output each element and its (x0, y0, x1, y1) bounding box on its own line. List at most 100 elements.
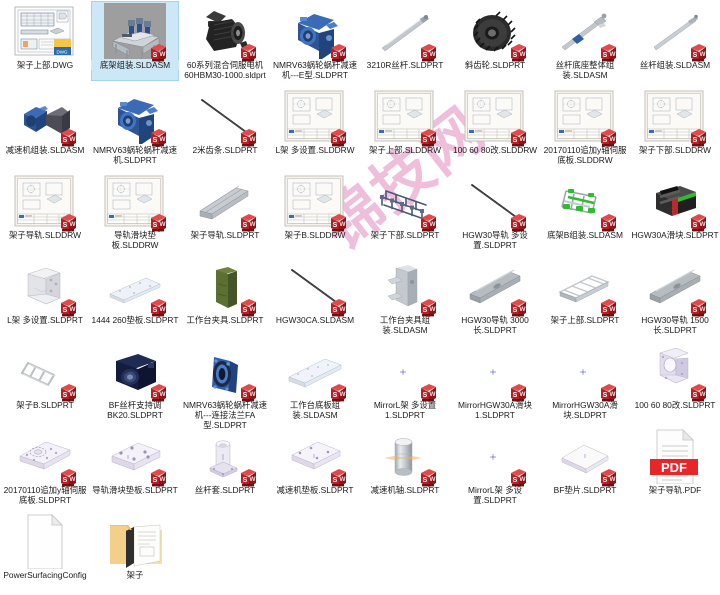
tiny-sketch-thumbnail[interactable] (554, 343, 617, 402)
servo-baseplate-thumbnail[interactable] (14, 428, 77, 487)
file-item[interactable]: NMRV63蜗轮蜗杆减速机---连接法兰FA型.SLDPRT (180, 340, 270, 430)
file-item[interactable]: MirrorL架 多设置.SLDPRT (450, 425, 540, 510)
reducer-pad-thumbnail[interactable] (284, 428, 347, 487)
file-item[interactable]: HGW30导轨 1500长.SLDPRT (630, 255, 720, 340)
tiny-sketch-thumbnail[interactable] (374, 343, 437, 402)
drawing-sheet-thumbnail[interactable] (14, 173, 77, 232)
file-item[interactable]: NMRV63蜗轮蜗杆减速机---E型.SLDPRT (270, 0, 360, 85)
file-item[interactable]: L架 多设置.SLDDRW (270, 85, 360, 170)
file-item[interactable]: 20170110追加y轴伺服底板.SLDDRW (540, 85, 630, 170)
fixture-assembly-thumbnail[interactable] (374, 258, 437, 317)
file-item[interactable]: 3210R丝杆.SLDPRT (360, 0, 450, 85)
helical-gear-thumbnail[interactable] (464, 3, 527, 62)
linear-block-thumbnail[interactable] (644, 173, 707, 232)
file-item[interactable]: MirrorHGW30A滑块1.SLDPRT (450, 340, 540, 425)
file-item[interactable]: 架子导轨.SLDPRT (180, 170, 270, 255)
shim-plate-thumbnail[interactable] (554, 428, 617, 487)
tiny-sketch-thumbnail[interactable] (464, 428, 527, 487)
servo-motor-thumbnail[interactable] (194, 3, 257, 62)
file-item[interactable]: 导轨滑块垫板.SLDDRW (90, 170, 180, 255)
ladder-frame-thumbnail[interactable] (14, 343, 77, 402)
file-item[interactable]: 架子上部.SLDDRW (360, 85, 450, 170)
long-rail-thumbnail[interactable] (644, 258, 707, 317)
reducer-shaft-thumbnail[interactable] (374, 428, 437, 487)
file-item[interactable]: 100 60 80改.SLDDRW (450, 85, 540, 170)
bearing-block-thumbnail[interactable] (104, 343, 167, 402)
file-item[interactable]: BF垫片.SLDPRT (540, 425, 630, 510)
file-item[interactable]: 丝杆底座整体组装.SLDASM (540, 0, 630, 85)
drawing-sheet-thumbnail[interactable] (104, 173, 167, 232)
file-item[interactable]: 2米齿条.SLDPRT (180, 85, 270, 170)
frame-upper-thumbnail[interactable] (554, 258, 617, 317)
rack-bar-thumbnail[interactable] (464, 173, 527, 232)
file-item[interactable]: HGW30A滑块.SLDPRT (630, 170, 720, 255)
file-item[interactable]: 斜齿轮.SLDPRT (450, 0, 540, 85)
dwg-drawing-thumbnail[interactable] (14, 3, 76, 59)
file-item[interactable]: NMRV63蜗轮蜗杆减速机.SLDPRT (90, 85, 180, 170)
file-item[interactable]: HGW30导轨 3000长.SLDPRT (450, 255, 540, 340)
file-item[interactable]: MirrorHGW30A滑块.SLDPRT (540, 340, 630, 425)
file-item[interactable]: 丝杆套.SLDPRT (180, 425, 270, 510)
green-fixture-thumbnail[interactable] (194, 258, 257, 317)
file-item[interactable]: 架子上部.SLDPRT (540, 255, 630, 340)
worm-gear-reducer-thumbnail[interactable] (104, 88, 167, 147)
file-item[interactable]: 架子B.SLDDRW (270, 170, 360, 255)
file-item[interactable]: 底架组装.SLDASM (90, 0, 180, 85)
file-item[interactable]: 架子上部.DWG (0, 0, 90, 85)
l-bracket-thumbnail[interactable] (14, 258, 77, 317)
file-item[interactable]: 工作台底板组装.SLDASM (270, 340, 360, 425)
pad-plate-thumbnail[interactable] (104, 428, 167, 487)
frame-lower-thumbnail[interactable] (374, 173, 437, 232)
file-item[interactable]: 60系列混合伺服电机 60HBM30-1000.sldprt (180, 0, 270, 85)
drawing-sheet-thumbnail[interactable] (374, 88, 437, 147)
screw-base-assembly-thumbnail[interactable] (554, 3, 617, 62)
file-item[interactable]: 架子 (90, 510, 180, 595)
drawing-sheet-thumbnail[interactable] (284, 88, 347, 147)
file-item[interactable]: 架子B.SLDPRT (0, 340, 90, 425)
file-item[interactable]: 架子下部.SLDDRW (630, 85, 720, 170)
file-item[interactable]: MirrorL架 多设置1.SLDPRT (360, 340, 450, 425)
file-item[interactable]: PowerSurfacingConfig (0, 510, 90, 595)
thin-plate-thumbnail[interactable] (104, 258, 167, 317)
drawing-sheet-thumbnail[interactable] (464, 88, 527, 147)
drawing-sheet-thumbnail[interactable] (644, 88, 707, 147)
file-item[interactable]: 100 60 80改.SLDPRT (630, 340, 720, 425)
file-item[interactable]: 底架B组装.SLDASM (540, 170, 630, 255)
sldasm-assembly-thumbnail[interactable] (104, 3, 167, 62)
file-item[interactable]: 减速机轴.SLDPRT (360, 425, 450, 510)
file-item[interactable]: 工作台夹具组装.SLDASM (360, 255, 450, 340)
angle-bracket-thumbnail[interactable] (644, 343, 707, 402)
drawing-sheet-thumbnail[interactable] (284, 173, 347, 232)
screw-assembly-thumbnail[interactable] (644, 3, 707, 62)
file-item[interactable]: BF丝杆支持调BK20.SLDPRT (90, 340, 180, 425)
file-item[interactable]: 架子导轨.PDF (630, 425, 720, 510)
file-item[interactable]: HGW30CA.SLDASM (270, 255, 360, 340)
drawing-sheet-thumbnail[interactable] (554, 88, 617, 147)
file-item[interactable]: 20170110追加y轴伺服底板.SLDPRT (0, 425, 90, 510)
blank-document-thumbnail[interactable] (14, 513, 76, 569)
file-item[interactable]: 架子下部.SLDPRT (360, 170, 450, 255)
file-item[interactable]: 导轨滑块垫板.SLDPRT (90, 425, 180, 510)
file-item[interactable]: L架 多设置.SLDPRT (0, 255, 90, 340)
file-item[interactable]: 1444 260垫板.SLDPRT (90, 255, 180, 340)
long-rail-thumbnail[interactable] (464, 258, 527, 317)
rack-bar-thumbnail[interactable] (284, 258, 347, 317)
pdf-document-thumbnail[interactable] (644, 428, 706, 484)
file-item[interactable]: HGW30导轨 多设置.SLDPRT (450, 170, 540, 255)
base-frame-b-thumbnail[interactable] (554, 173, 617, 232)
folder-thumbnail[interactable] (104, 513, 166, 569)
file-item[interactable]: 工作台夹具.SLDPRT (180, 255, 270, 340)
blue-flange-thumbnail[interactable] (194, 343, 257, 402)
file-item[interactable]: 架子导轨.SLDDRW (0, 170, 90, 255)
table-baseplate-thumbnail[interactable] (284, 343, 347, 402)
rack-bar-thumbnail[interactable] (194, 88, 257, 147)
file-item[interactable]: 减速机组装.SLDASM (0, 85, 90, 170)
screw-sleeve-thumbnail[interactable] (194, 428, 257, 487)
tiny-sketch-thumbnail[interactable] (464, 343, 527, 402)
reducer-assembly-thumbnail[interactable] (14, 88, 77, 147)
ball-screw-thumbnail[interactable] (374, 3, 437, 62)
file-item[interactable]: 减速机垫板.SLDPRT (270, 425, 360, 510)
file-item[interactable]: 丝杆组装.SLDASM (630, 0, 720, 85)
linear-rail-thumbnail[interactable] (194, 173, 257, 232)
